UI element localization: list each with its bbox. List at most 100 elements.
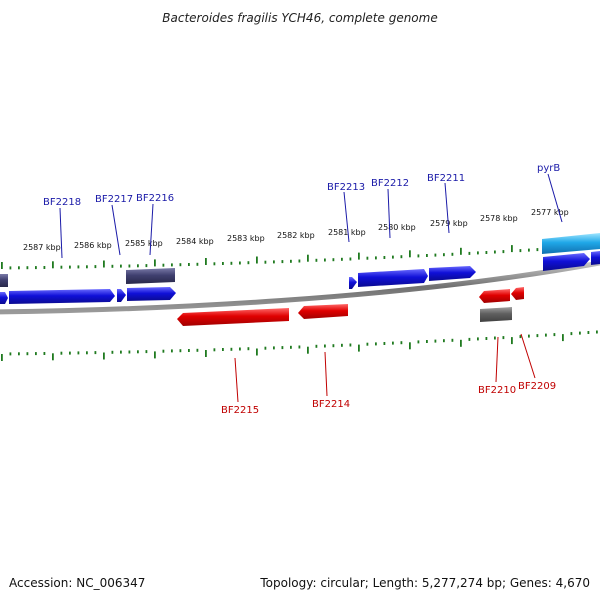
- minor-tick: [451, 252, 454, 256]
- gene-arrow-forward[interactable]: [429, 266, 476, 281]
- minor-tick: [273, 346, 275, 350]
- minor-tick: [417, 254, 420, 258]
- lower-tick-track: [1, 330, 598, 361]
- map-title: Bacteroides fragilis YCH46, complete gen…: [162, 11, 437, 25]
- rna-feature[interactable]: [126, 268, 175, 284]
- minor-tick: [400, 255, 403, 259]
- gene-arrow-forward[interactable]: [0, 292, 8, 304]
- minor-tick: [60, 351, 63, 355]
- gene-label-bf2217[interactable]: BF2217: [95, 194, 133, 205]
- gene-arrow-forward[interactable]: [543, 253, 590, 271]
- major-tick: [511, 337, 513, 345]
- minor-tick: [443, 339, 445, 343]
- gene-label-pyrb[interactable]: pyrB: [537, 163, 560, 174]
- minor-tick: [375, 256, 377, 260]
- minor-tick: [145, 350, 148, 354]
- gene-label-bf2212[interactable]: BF2212: [371, 178, 409, 189]
- minor-tick: [239, 347, 241, 351]
- minor-tick: [426, 340, 428, 343]
- minor-tick: [281, 260, 284, 264]
- gene-label-bf2209[interactable]: BF2209: [518, 381, 556, 392]
- minor-tick: [162, 349, 165, 353]
- gene-arrow-reverse[interactable]: [298, 304, 348, 319]
- minor-tick: [196, 348, 199, 352]
- major-tick: [409, 250, 411, 258]
- gene-arrow-forward[interactable]: [591, 251, 600, 265]
- major-tick: [460, 247, 462, 255]
- minor-tick: [290, 259, 292, 263]
- minor-tick: [417, 340, 420, 344]
- gene-label-bf2214[interactable]: BF2214: [312, 399, 350, 410]
- gene-label-bf2215[interactable]: BF2215: [221, 405, 259, 416]
- major-tick: [511, 245, 513, 253]
- gene-label-bf2211[interactable]: BF2211: [427, 173, 465, 184]
- minor-tick: [528, 334, 530, 338]
- minor-tick: [443, 253, 445, 257]
- minor-tick: [111, 264, 114, 268]
- minor-tick: [553, 333, 556, 337]
- major-tick: [256, 348, 258, 356]
- minor-tick: [536, 248, 539, 252]
- rna-feature[interactable]: [0, 274, 8, 287]
- kbp-label: 2579 kbp: [430, 219, 468, 228]
- major-tick: [154, 259, 156, 267]
- gene-arrow-reverse[interactable]: [177, 308, 289, 326]
- minor-tick: [213, 348, 216, 352]
- gene-arrow-reverse[interactable]: [479, 289, 510, 303]
- minor-tick: [35, 352, 37, 356]
- minor-tick: [94, 265, 97, 269]
- minor-tick: [349, 343, 352, 347]
- minor-tick: [468, 251, 471, 255]
- major-tick: [358, 252, 360, 260]
- major-tick: [460, 339, 462, 347]
- gene-label-bf2216[interactable]: BF2216: [136, 193, 174, 204]
- minor-tick: [528, 248, 530, 252]
- minor-tick: [383, 256, 386, 259]
- minor-tick: [392, 341, 394, 345]
- minor-tick: [502, 250, 505, 254]
- pseudo-feature[interactable]: [480, 307, 512, 322]
- major-tick: [52, 353, 54, 361]
- minor-tick: [26, 266, 29, 270]
- kbp-label: 2587 kbp: [23, 243, 61, 252]
- minor-tick: [18, 352, 20, 356]
- major-tick: [103, 352, 105, 360]
- minor-tick: [545, 333, 547, 337]
- minor-tick: [485, 251, 488, 254]
- minor-tick: [392, 255, 394, 259]
- minor-tick: [137, 350, 139, 354]
- gene-arrow-forward[interactable]: [349, 277, 357, 289]
- minor-tick: [315, 344, 318, 348]
- major-tick: [307, 346, 309, 354]
- minor-tick: [230, 261, 233, 265]
- highlighted-gene[interactable]: [542, 233, 600, 254]
- minor-tick: [196, 262, 199, 266]
- kbp-label: 2586 kbp: [74, 241, 112, 250]
- major-tick: [205, 350, 207, 357]
- gene-arrow-forward[interactable]: [358, 269, 428, 287]
- minor-tick: [519, 335, 522, 339]
- minor-tick: [230, 347, 233, 351]
- minor-tick: [451, 338, 454, 342]
- gene-label-bf2213[interactable]: BF2213: [327, 182, 365, 193]
- minor-tick: [290, 345, 292, 349]
- major-tick: [52, 261, 54, 269]
- gene-arrow-forward[interactable]: [117, 289, 126, 302]
- minor-tick: [35, 266, 37, 270]
- minor-tick: [86, 265, 88, 269]
- gene-arrow-forward[interactable]: [127, 287, 176, 301]
- minor-tick: [426, 254, 428, 257]
- minor-tick: [222, 262, 224, 265]
- gene-arrow-reverse[interactable]: [511, 287, 524, 300]
- gene-label-bf2210[interactable]: BF2210: [478, 385, 516, 396]
- reverse-strand-track: [177, 287, 524, 326]
- minor-tick: [69, 351, 71, 355]
- gene-label-bf2218[interactable]: BF2218: [43, 197, 81, 208]
- minor-tick: [86, 351, 88, 355]
- gene-arrow-forward[interactable]: [9, 289, 115, 304]
- kbp-label: 2584 kbp: [176, 237, 214, 246]
- minor-tick: [9, 266, 12, 270]
- minor-tick: [366, 342, 369, 346]
- minor-tick: [383, 342, 386, 345]
